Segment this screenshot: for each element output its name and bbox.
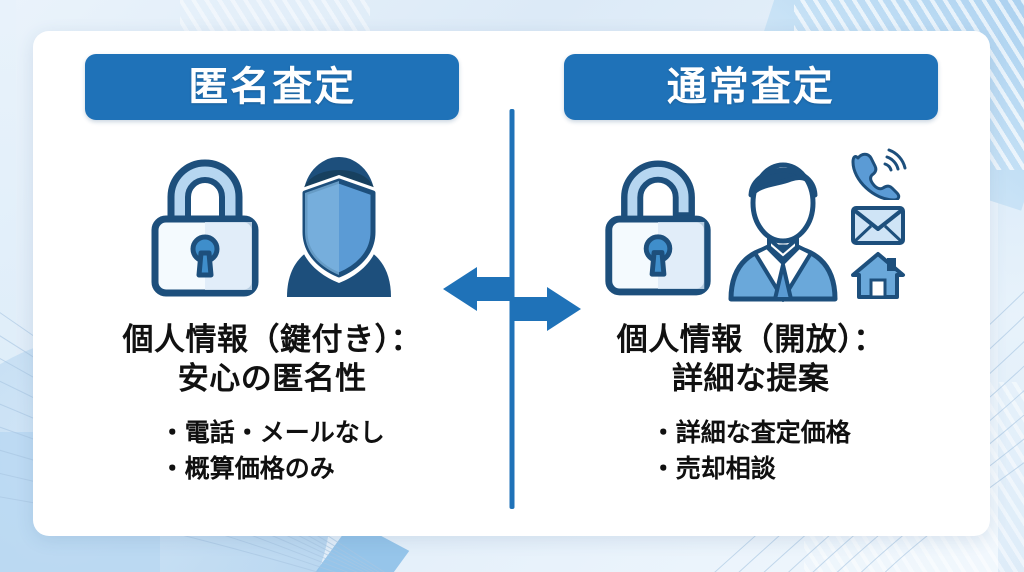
phone-ringing-icon — [851, 148, 907, 200]
closed-padlock-icon — [151, 159, 259, 297]
anonymous-assessment-header-label: 匿名査定 — [188, 65, 357, 109]
anonymous-icon-row — [141, 136, 403, 312]
right-edge-band — [998, 0, 1024, 572]
regular-headline-line1: 個人情報（開放）： — [616, 322, 885, 357]
list-item: ・電話・メールなし — [159, 419, 385, 448]
regular-assessment-header-label: 通常査定 — [666, 65, 835, 109]
regular-assessment-column: 通常査定 — [512, 31, 991, 536]
list-item: ・概算価格のみ — [159, 454, 335, 483]
comparison-card: 匿名査定 — [33, 31, 990, 536]
anonymous-person-shield-icon — [287, 156, 392, 297]
open-padlock-icon — [605, 160, 711, 296]
anonymous-headline: 個人情報（鍵付き）： 安心の匿名性 — [123, 320, 423, 398]
contact-icons-stack — [849, 148, 907, 300]
regular-bullet-list: ・詳細な査定価格 ・売却相談 — [651, 416, 851, 487]
left-edge-band — [0, 0, 16, 572]
house-icon — [850, 252, 905, 299]
anonymous-assessment-header-pill[interactable]: 匿名査定 — [85, 54, 460, 120]
anonymous-assessment-column: 匿名査定 — [33, 31, 512, 536]
envelope-icon — [850, 206, 905, 245]
list-item: ・詳細な査定価格 — [650, 419, 851, 448]
regular-assessment-header-pill[interactable]: 通常査定 — [563, 54, 938, 120]
regular-headline: 個人情報（開放）： 詳細な提案 — [617, 320, 885, 398]
anonymous-headline-line1: 個人情報（鍵付き）： — [122, 322, 422, 357]
regular-icon-row — [595, 136, 907, 312]
list-item: ・売却相談 — [650, 454, 776, 483]
regular-headline-line2: 詳細な提案 — [672, 361, 830, 397]
anonymous-headline-line2: 安心の匿名性 — [177, 361, 367, 397]
businessman-icon — [728, 162, 838, 302]
anonymous-bullet-list: ・電話・メールなし ・概算価格のみ — [160, 416, 385, 487]
